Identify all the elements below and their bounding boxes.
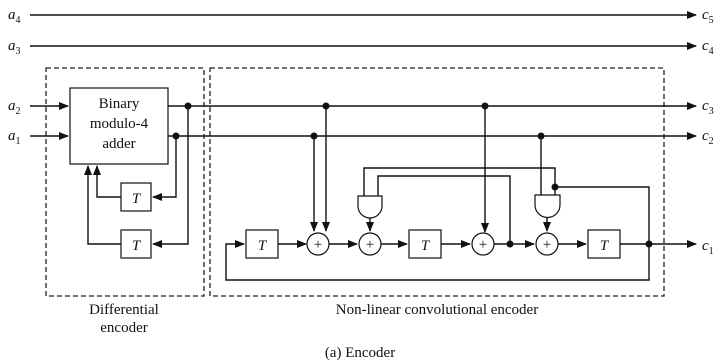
- input-label-a4: a4: [8, 7, 21, 26]
- differential-encoder-boundary: [45, 67, 205, 297]
- caption-nonlinear-encoder: Non-linear convolutional encoder: [336, 302, 538, 318]
- delay-label-3: T: [600, 238, 610, 254]
- caption-figure: (a) Encoder: [325, 345, 395, 361]
- xor-symbol-2: +: [366, 237, 374, 253]
- adder-label-line1: Binary: [99, 96, 140, 112]
- delay-block-diff-lower: [120, 229, 152, 259]
- nonlinear-encoder-boundary: [209, 67, 665, 297]
- adder-label-line2: modulo-4: [90, 116, 149, 132]
- output-label-c3: c3: [702, 98, 714, 117]
- xor-symbol-4: +: [543, 237, 551, 253]
- xor-symbol-3: +: [479, 237, 487, 253]
- delay-block-diff-upper: [120, 182, 152, 212]
- junction-c1: [645, 240, 653, 248]
- adder-label-line3: adder: [102, 136, 135, 152]
- and-gate-1: [357, 195, 383, 219]
- input-label-a3: a3: [8, 38, 21, 57]
- feedback-delay-lower-to-adder: [84, 165, 121, 245]
- delay-label-1: T: [258, 238, 268, 254]
- and1-input-b: [363, 167, 556, 196]
- delay-label-2: T: [421, 238, 431, 254]
- feedback-delay-upper-to-adder: [93, 165, 121, 198]
- and-gate-2: [534, 194, 561, 219]
- output-label-c2: c2: [702, 128, 714, 147]
- loopback-line: [225, 240, 650, 281]
- junction-xor3-out: [506, 240, 514, 248]
- feedback-c1-to-and2: [555, 186, 650, 244]
- output-label-c5: c5: [702, 7, 714, 26]
- caption-differential-line1: Differential: [89, 302, 159, 318]
- caption-differential-line2: encoder: [100, 320, 147, 336]
- input-label-a2: a2: [8, 98, 21, 117]
- delay-label-diff-upper: T: [132, 191, 142, 207]
- binary-modulo4-adder: [69, 87, 169, 165]
- feedback-c3-to-delay: [152, 106, 189, 248]
- feedback-c2-to-delay: [152, 136, 177, 201]
- xor-symbol-1: +: [314, 237, 322, 253]
- output-label-c4: c4: [702, 38, 714, 57]
- input-label-a1: a1: [8, 128, 21, 147]
- output-label-c1: c1: [702, 238, 714, 257]
- delay-label-diff-lower: T: [132, 238, 142, 254]
- and1-input-a: [377, 175, 511, 244]
